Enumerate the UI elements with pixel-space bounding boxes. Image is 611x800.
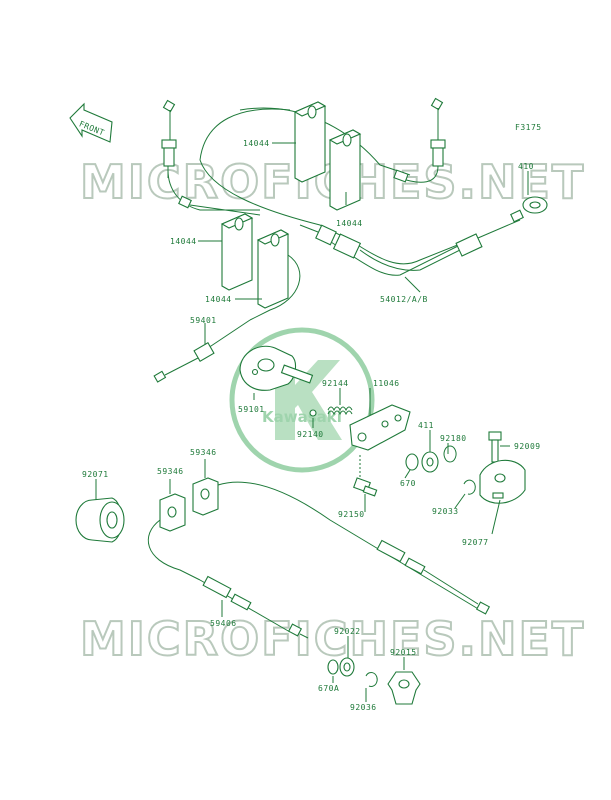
label-92144: 92144 — [322, 379, 349, 388]
grommet-14044-lower-right — [256, 229, 290, 309]
label-92036: 92036 — [350, 703, 377, 712]
circlip-92036 — [365, 672, 378, 687]
label-59346-b: 59346 — [190, 448, 217, 457]
grommet-59346-left — [159, 493, 186, 532]
grommet-59346-right — [192, 477, 219, 516]
cover-92077 — [479, 459, 526, 504]
leader-lines — [95, 142, 529, 702]
bolt-92150 — [353, 455, 378, 497]
washer-92022 — [339, 657, 355, 677]
label-59346-a: 59346 — [157, 467, 184, 476]
label-411: 411 — [418, 421, 434, 430]
ball-92140 — [309, 409, 317, 417]
label-14044-b: 14044 — [336, 219, 363, 228]
label-59101: 59101 — [238, 405, 265, 414]
label-92033: 92033 — [432, 507, 459, 516]
label-92015: 92015 — [390, 648, 417, 657]
logo-text: Kawasaki — [262, 408, 342, 426]
label-14044-a: 14044 — [243, 139, 270, 148]
top-cable-assembly — [161, 97, 524, 276]
throttle-cam-59101 — [239, 345, 314, 391]
label-92022: 92022 — [334, 627, 361, 636]
part-labels: 14044 14044 14044 14044 410 54012/A/B 59… — [82, 139, 541, 712]
label-92180: 92180 — [440, 434, 467, 443]
label-92071: 92071 — [82, 470, 109, 479]
label-92140: 92140 — [297, 430, 324, 439]
label-92077: 92077 — [462, 538, 489, 547]
o-ring-670a — [327, 659, 339, 675]
cable-59406 — [147, 481, 491, 639]
label-59401: 59401 — [190, 316, 217, 325]
diagram-code: F3175 — [515, 123, 542, 132]
grommet-14044-upper-left — [293, 101, 327, 183]
o-ring-670 — [405, 453, 419, 471]
label-92009: 92009 — [514, 442, 541, 451]
spring-92144 — [327, 406, 353, 416]
front-arrow-icon: FRONT — [69, 102, 113, 143]
nut-92015 — [387, 671, 421, 705]
label-14044-d: 14044 — [205, 295, 232, 304]
circlip-92180 — [443, 445, 457, 463]
washer-410 — [522, 196, 548, 214]
washer-411 — [421, 451, 439, 473]
grommet-14044-lower-left — [220, 213, 254, 291]
label-11046: 11046 — [373, 379, 400, 388]
collar-92071 — [75, 497, 125, 543]
grommet-14044-upper-right — [328, 129, 362, 211]
watermark-bottom: MICROFICHES.NET — [80, 612, 585, 666]
label-14044-c: 14044 — [170, 237, 197, 246]
label-92150: 92150 — [338, 510, 365, 519]
bracket-11046 — [349, 404, 411, 451]
label-59406: 59406 — [210, 619, 237, 628]
bolt-92009 — [488, 431, 502, 463]
label-670: 670 — [400, 479, 416, 488]
label-410: 410 — [518, 162, 534, 171]
cable-59401 — [153, 254, 301, 383]
label-670a: 670A — [318, 684, 339, 693]
circlip-92033 — [463, 479, 476, 495]
label-54012: 54012/A/B — [380, 295, 428, 304]
